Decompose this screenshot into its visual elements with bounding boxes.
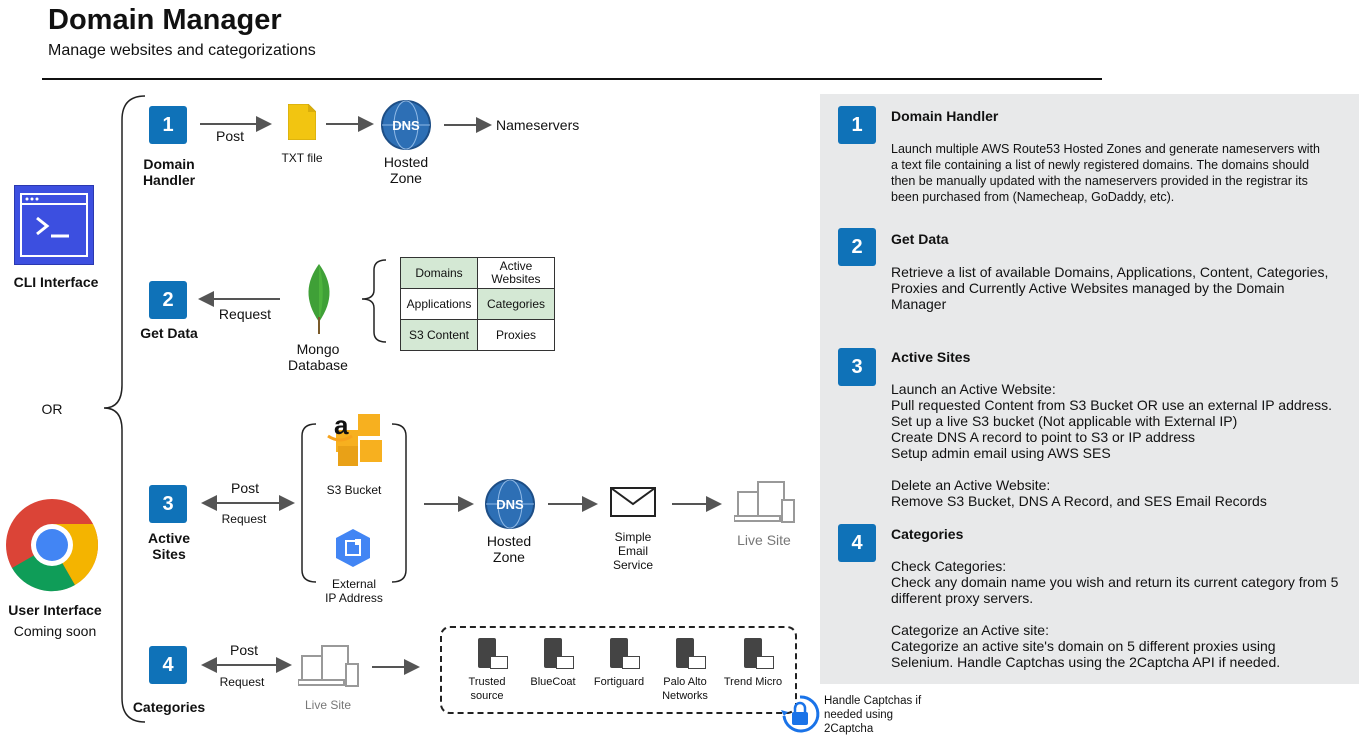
text-file-icon (287, 103, 317, 141)
panel-step-3-title: Active Sites (891, 349, 971, 365)
step-2-badge: 2 (149, 281, 187, 319)
ui-label: User Interface (8, 602, 102, 618)
step-3-badge: 3 (149, 485, 187, 523)
post-label: Post (229, 642, 258, 658)
txt-file-label: TXT file (281, 151, 323, 165)
description-panel (820, 94, 1359, 684)
cell-proxies: Proxies (477, 319, 555, 351)
devices-icon (297, 644, 360, 690)
cell-active-websites: Active Websites (477, 257, 555, 289)
svg-text:DNS: DNS (392, 118, 420, 133)
server-icon (478, 638, 508, 669)
post-label: Post (230, 480, 259, 496)
mongodb-leaf-icon (302, 262, 336, 334)
step-4-name: Categories (132, 699, 206, 715)
panel-step-2-title: Get Data (891, 231, 949, 247)
panel-step-3-text: Launch an Active Website: Pull requested… (891, 381, 1332, 509)
svg-text:a: a (334, 410, 349, 440)
step-4-badge: 4 (149, 646, 187, 684)
post-label: Post (215, 128, 244, 144)
panel-step-4-text: Check Categories: Check any domain name … (891, 558, 1339, 670)
header-divider (42, 78, 1102, 80)
s3-bucket-label: S3 Bucket (326, 483, 382, 497)
dns-icon: DNS (484, 478, 536, 530)
live-site-label: Live Site (737, 532, 791, 548)
panel-step-2-text: Retrieve a list of available Domains, Ap… (891, 264, 1329, 312)
panel-step-3-badge: 3 (838, 348, 876, 386)
panel-step-4-title: Categories (891, 526, 964, 542)
request-label: Request (218, 306, 272, 322)
proxy-item: Fortiguard (590, 638, 648, 708)
server-icon (676, 638, 706, 669)
page-subtitle: Manage websites and categorizations (48, 42, 316, 59)
cell-applications: Applications (400, 288, 478, 320)
live-site-label: Live Site (304, 698, 352, 712)
panel-step-1-title: Domain Handler (891, 108, 999, 124)
server-icon (544, 638, 574, 669)
terminal-icon (14, 185, 94, 265)
step-1-badge: 1 (149, 106, 187, 144)
request-label: Request (221, 512, 267, 526)
chrome-icon (4, 497, 100, 593)
panel-step-2-badge: 2 (838, 228, 876, 266)
devices-icon (733, 480, 796, 526)
panel-step-4-badge: 4 (838, 524, 876, 562)
or-label: OR (41, 401, 63, 417)
s3-bucket-icon: a (324, 410, 386, 470)
ui-sublabel: Coming soon (13, 623, 97, 639)
cli-label: CLI Interface (13, 274, 99, 290)
page-title: Domain Manager (48, 4, 282, 36)
proxy-item: Trend Micro (722, 638, 784, 708)
cell-domains: Domains (400, 257, 478, 289)
proxy-item: BlueCoat (524, 638, 582, 708)
dns-icon: DNS (380, 99, 432, 151)
cell-s3-content: S3 Content (400, 319, 478, 351)
cell-categories: Categories (477, 288, 555, 320)
server-icon (744, 638, 774, 669)
step-2-name: Get Data (140, 325, 198, 341)
server-icon (610, 638, 640, 669)
request-label: Request (219, 675, 265, 689)
external-ip-icon (333, 528, 373, 568)
captcha-lock-icon (780, 694, 820, 734)
email-envelope-icon (610, 487, 656, 517)
proxy-group-box (440, 626, 797, 714)
panel-step-1-badge: 1 (838, 106, 876, 144)
svg-text:DNS: DNS (496, 497, 524, 512)
nameservers-label: Nameservers (496, 117, 580, 133)
panel-step-1-text: Launch multiple AWS Route53 Hosted Zones… (891, 142, 1320, 204)
